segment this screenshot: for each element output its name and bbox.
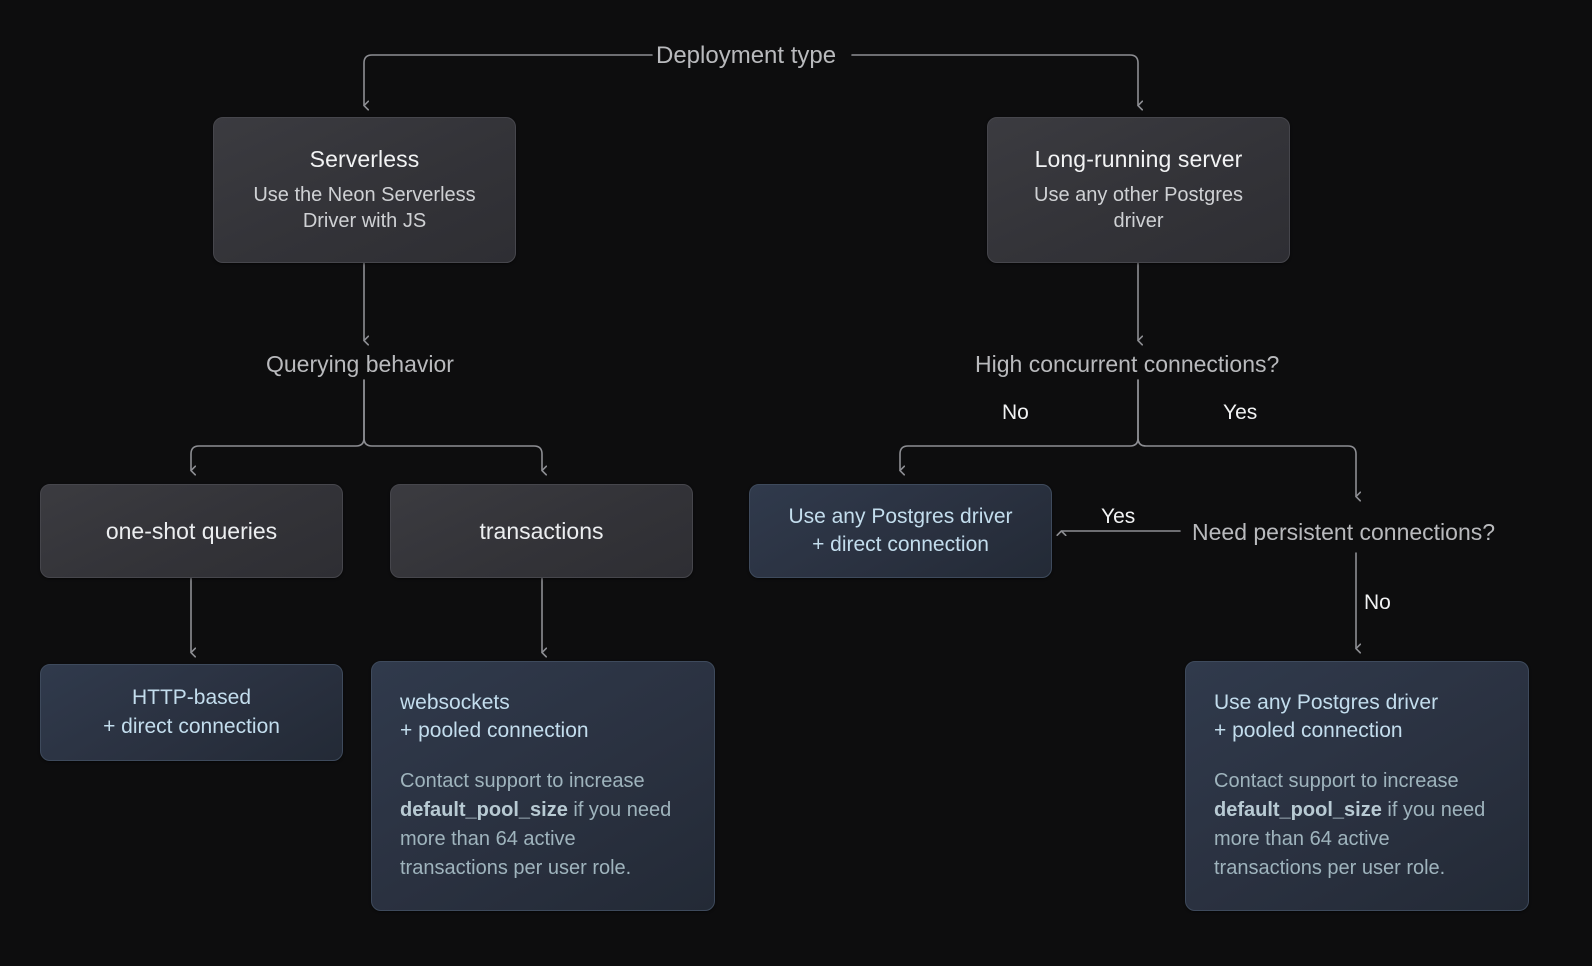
node-websockets-pooled[interactable]: websockets + pooled connection Contact s… xyxy=(371,661,715,911)
node-long-running-server[interactable]: Long-running server Use any other Postgr… xyxy=(987,117,1290,263)
node-http-based-direct[interactable]: HTTP-based + direct connection xyxy=(40,664,343,761)
node-serverless[interactable]: Serverless Use the Neon Serverless Drive… xyxy=(213,117,516,263)
node-websockets-pooled-body: Contact support to increase default_pool… xyxy=(400,767,686,883)
decision-high-concurrent-connections: High concurrent connections? xyxy=(975,351,1280,377)
node-any-postgres-driver-pooled-title: Use any Postgres driver + pooled connect… xyxy=(1214,690,1439,742)
decision-querying-behavior: Querying behavior xyxy=(266,351,454,377)
websockets-body-code: default_pool_size xyxy=(400,799,568,822)
node-any-postgres-driver-pooled[interactable]: Use any Postgres driver + pooled connect… xyxy=(1185,661,1529,911)
node-one-shot-queries-label: one-shot queries xyxy=(105,517,278,544)
pooled-body-pre: Contact support to increase xyxy=(1214,770,1459,793)
edge-label-yes-concurrent: Yes xyxy=(1223,401,1258,424)
node-one-shot-queries[interactable]: one-shot queries xyxy=(40,484,343,578)
edge-label-no-concurrent: No xyxy=(1002,401,1029,424)
edge-label-yes-persistent: Yes xyxy=(1101,505,1136,528)
websockets-body-post: if you need more than 64 active transact… xyxy=(400,799,672,880)
edge-label-no-persistent: No xyxy=(1364,591,1391,614)
node-serverless-subtitle: Use the Neon Serverless Driver with JS xyxy=(253,183,476,233)
node-any-postgres-driver-direct-label: Use any Postgres driver + direct connect… xyxy=(788,504,1013,556)
node-serverless-title: Serverless xyxy=(309,146,420,173)
node-transactions-label: transactions xyxy=(479,517,604,544)
node-any-postgres-driver-direct[interactable]: Use any Postgres driver + direct connect… xyxy=(749,484,1052,578)
node-long-running-server-title: Long-running server xyxy=(1034,146,1243,173)
pooled-body-post: if you need more than 64 active transact… xyxy=(1214,799,1486,880)
node-long-running-server-subtitle: Use any other Postgres driver xyxy=(1034,183,1243,233)
node-any-postgres-driver-pooled-body: Contact support to increase default_pool… xyxy=(1214,767,1500,883)
websockets-body-pre: Contact support to increase xyxy=(400,770,645,793)
node-websockets-pooled-title: websockets + pooled connection xyxy=(400,690,589,742)
node-http-based-direct-label: HTTP-based + direct connection xyxy=(103,686,280,738)
pooled-body-code: default_pool_size xyxy=(1214,799,1382,822)
decision-need-persistent-connections: Need persistent connections? xyxy=(1192,519,1496,545)
node-transactions[interactable]: transactions xyxy=(390,484,693,578)
root-label-deployment-type: Deployment type xyxy=(656,42,837,69)
